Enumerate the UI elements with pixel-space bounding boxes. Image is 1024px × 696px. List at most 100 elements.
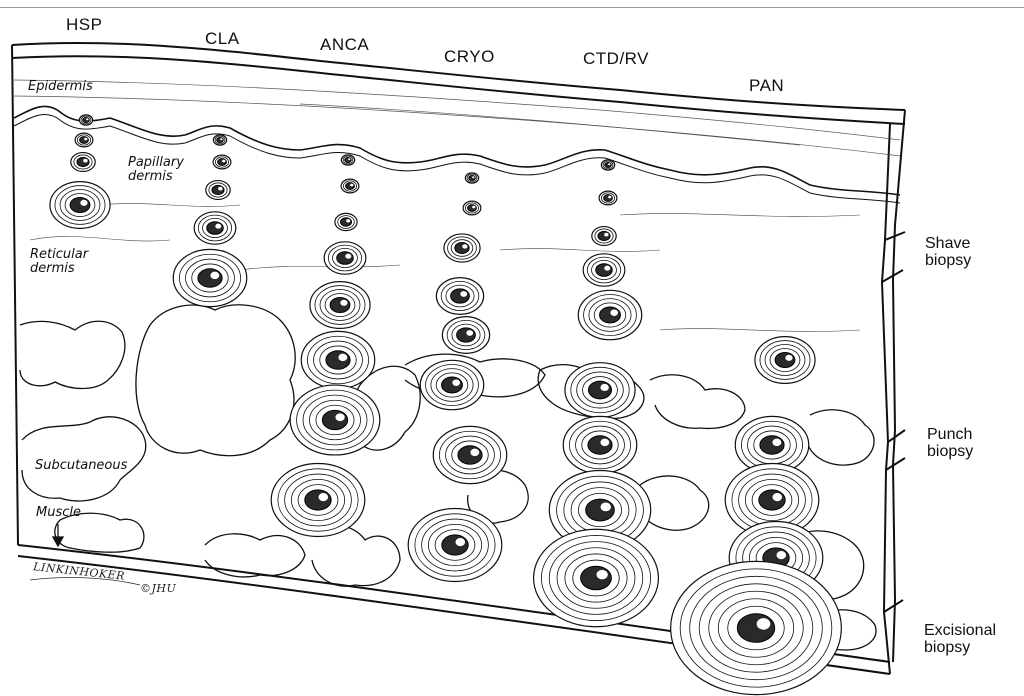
vessel-cross-section bbox=[436, 278, 483, 315]
vessel-cross-section bbox=[213, 135, 226, 145]
vessel-lumen-highlight bbox=[462, 244, 467, 248]
vessel-cross-section bbox=[341, 155, 354, 165]
vessel-lumen-highlight bbox=[466, 330, 473, 336]
dermal-fiber-lines bbox=[30, 204, 860, 332]
vessel-group bbox=[50, 115, 841, 695]
vessel-lumen bbox=[451, 289, 470, 303]
vessel-cross-section bbox=[755, 337, 815, 384]
vessel-lumen bbox=[775, 352, 795, 367]
vessel-lumen bbox=[346, 183, 355, 190]
vessel-lumen-highlight bbox=[785, 355, 792, 361]
vessel-cross-section bbox=[301, 331, 374, 388]
vessel-lumen bbox=[468, 205, 477, 212]
vessel-lumen-highlight bbox=[84, 138, 87, 141]
vessel-lumen-highlight bbox=[470, 449, 479, 456]
biopsy-label-excisional-1: Excisional bbox=[924, 622, 996, 639]
column-label-pan: PAN bbox=[749, 76, 784, 96]
vessel-lumen bbox=[598, 231, 610, 240]
vessel-cross-section bbox=[408, 509, 502, 582]
vessel-lumen bbox=[70, 197, 90, 212]
vessel-lumen-highlight bbox=[350, 184, 353, 187]
biopsy-label-shave-1: Shave bbox=[925, 235, 970, 252]
vessel-lumen-highlight bbox=[215, 224, 221, 229]
vessel-cross-section bbox=[420, 360, 483, 409]
vessel-cross-section bbox=[599, 191, 617, 205]
vessel-lumen bbox=[600, 307, 621, 323]
vessel-cross-section bbox=[565, 363, 635, 418]
vessel-lumen bbox=[198, 269, 222, 287]
vessel-cross-section bbox=[206, 181, 230, 200]
vessel-lumen-highlight bbox=[604, 266, 610, 271]
layer-label-reticular-1: Reticular bbox=[30, 248, 88, 262]
vessel-cross-section bbox=[601, 160, 614, 170]
vessel-lumen-highlight bbox=[220, 138, 222, 140]
vessel-cross-section bbox=[583, 254, 625, 286]
vessel-lumen-highlight bbox=[318, 493, 328, 501]
vessel-cross-section bbox=[290, 385, 380, 455]
vessel-lumen-highlight bbox=[452, 379, 460, 385]
vessel-lumen bbox=[305, 490, 331, 510]
vessel-lumen bbox=[457, 328, 476, 342]
vessel-lumen bbox=[207, 222, 224, 235]
vessel-cross-section bbox=[213, 155, 231, 169]
vessel-lumen-highlight bbox=[86, 118, 88, 120]
vessel-cross-section bbox=[271, 464, 365, 537]
vessel-lumen bbox=[80, 137, 89, 144]
vessel-cross-section bbox=[79, 115, 92, 125]
vessel-lumen-highlight bbox=[772, 493, 782, 501]
vessel-lumen bbox=[345, 157, 352, 162]
layer-label-muscle: Muscle bbox=[36, 506, 81, 520]
layer-label-epidermis: Epidermis bbox=[28, 80, 93, 94]
vessel-cross-section bbox=[592, 227, 616, 246]
vessel-lumen-highlight bbox=[460, 291, 467, 297]
vessel-lumen bbox=[760, 436, 784, 454]
vessel-lumen-highlight bbox=[338, 354, 347, 361]
vessel-lumen bbox=[330, 297, 350, 312]
vessel-lumen bbox=[737, 614, 774, 643]
vessel-lumen-highlight bbox=[218, 187, 222, 191]
column-label-ctd: CTD/RV bbox=[583, 49, 649, 69]
vessel-cross-section bbox=[75, 133, 93, 147]
vessel-lumen bbox=[326, 351, 350, 369]
vessel-lumen-highlight bbox=[757, 618, 771, 630]
vessel-lumen-highlight bbox=[772, 439, 781, 446]
biopsy-label-excisional-2: biopsy bbox=[924, 639, 970, 656]
column-label-cryo: CRYO bbox=[444, 47, 495, 67]
layer-label-papillary-2: dermis bbox=[128, 170, 173, 184]
layer-label-papillary-1: Papillary bbox=[128, 156, 184, 170]
vessel-cross-section bbox=[465, 173, 478, 183]
vessel-lumen-highlight bbox=[472, 176, 474, 178]
vessel-lumen bbox=[217, 137, 224, 142]
vessel-lumen-highlight bbox=[601, 502, 611, 511]
vessel-lumen-highlight bbox=[600, 384, 608, 391]
vessel-lumen-highlight bbox=[335, 413, 344, 421]
vessel-lumen bbox=[759, 490, 785, 510]
vessel-lumen bbox=[337, 252, 354, 265]
vessel-lumen bbox=[322, 410, 347, 429]
vessel-lumen bbox=[596, 264, 613, 277]
vessel-cross-section bbox=[324, 242, 366, 274]
vessel-cross-section bbox=[433, 426, 506, 483]
vessel-lumen bbox=[588, 381, 611, 399]
vessel-lumen-highlight bbox=[348, 158, 350, 160]
vessel-cross-section bbox=[442, 317, 489, 354]
biopsy-label-punch-2: biopsy bbox=[927, 443, 973, 460]
vessel-lumen-highlight bbox=[455, 538, 465, 546]
vessel-lumen bbox=[442, 377, 463, 393]
vessel-lumen-highlight bbox=[600, 439, 609, 446]
vessel-lumen bbox=[442, 535, 468, 555]
vessel-lumen-highlight bbox=[610, 309, 618, 315]
vessel-lumen bbox=[588, 436, 612, 454]
layer-label-subcutaneous: Subcutaneous bbox=[35, 459, 127, 473]
vessel-lumen-highlight bbox=[83, 159, 87, 163]
column-label-hsp: HSP bbox=[66, 15, 102, 35]
vessel-lumen bbox=[586, 499, 615, 521]
vessel-lumen-highlight bbox=[776, 551, 786, 559]
copyright-mark: ©JHU bbox=[140, 582, 176, 595]
vessel-cross-section bbox=[341, 179, 359, 193]
vessel-lumen-highlight bbox=[340, 300, 347, 306]
vessel-lumen bbox=[77, 157, 89, 166]
vessel-lumen bbox=[455, 243, 469, 254]
vessel-cross-section bbox=[534, 529, 659, 626]
